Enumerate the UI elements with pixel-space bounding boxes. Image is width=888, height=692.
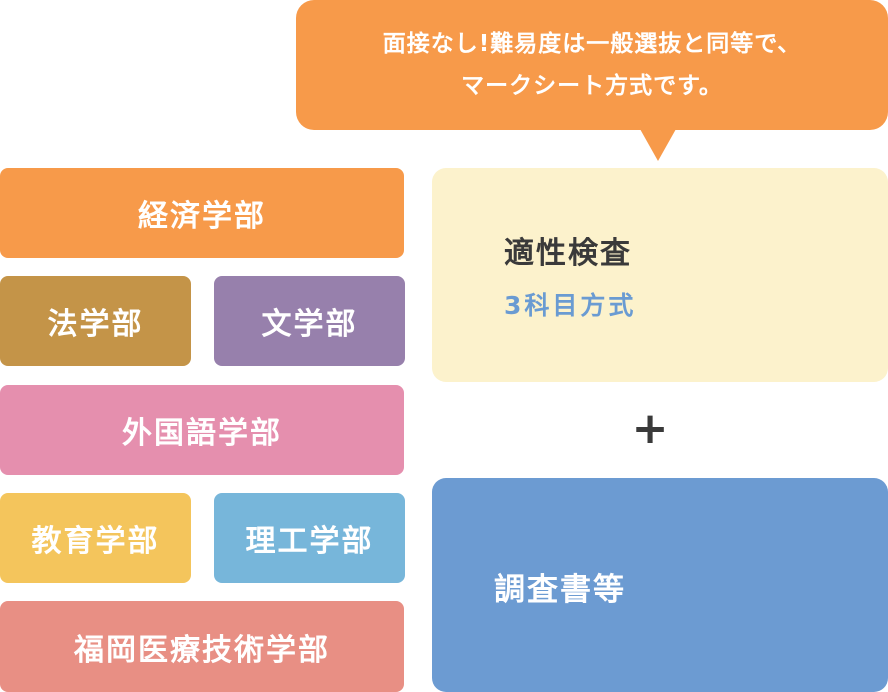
faculty-science-engineering: 理工学部 (214, 493, 405, 583)
bubble-tail (640, 129, 676, 161)
aptitude-test-title: 適性検査 (504, 236, 632, 271)
speech-bubble: 面接なし!難易度は一般選抜と同等で、 マークシート方式です。 (296, 0, 888, 130)
aptitude-test-subtitle: 3科目方式 (504, 291, 637, 320)
plus-symbol: + (631, 402, 669, 454)
bubble-line-1: 面接なし!難易度は一般選抜と同等で、 (382, 31, 802, 57)
faculty-economics: 経済学部 (0, 168, 404, 258)
faculty-law: 法学部 (0, 276, 191, 366)
documents-label: 調査書等 (494, 572, 626, 608)
faculty-foreign-languages: 外国語学部 (0, 385, 404, 475)
faculty-medical-technology: 福岡医療技術学部 (0, 601, 404, 692)
documents-card: 調査書等 (432, 478, 888, 692)
faculty-literature: 文学部 (214, 276, 405, 366)
faculty-education: 教育学部 (0, 493, 191, 583)
aptitude-test-card: 適性検査 3科目方式 (432, 168, 888, 382)
bubble-line-2: マークシート方式です。 (461, 73, 723, 99)
